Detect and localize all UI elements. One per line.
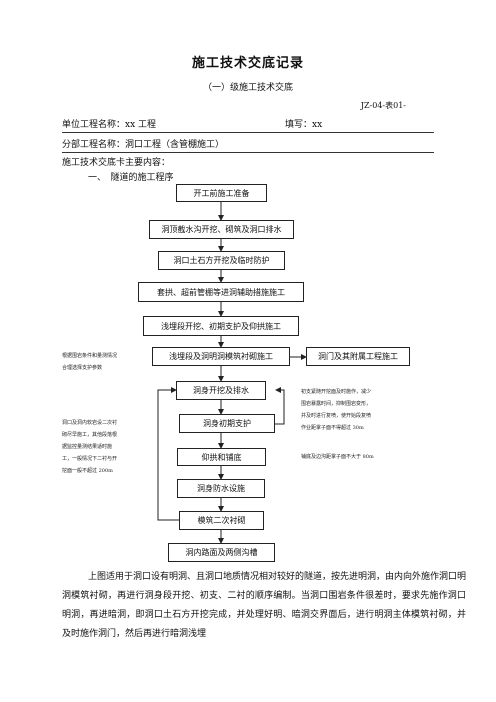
flow-step-portal-earthwork: 洞口土石方开挖及临时防护 (158, 251, 285, 270)
content-label: 施工技术交底卡主要内容： (62, 158, 171, 168)
flow-step-secondary-lining: 模筑二次衬砌 (179, 511, 264, 530)
document-title: 施工技术交底记录 (191, 56, 304, 71)
note-secondary-lining: 洞口及洞内软岩设二次衬 砌尽早施工，其他段落根 据监控量测结果适时施 工，一般情… (62, 420, 118, 474)
flow-step-initial-support: 洞身初期支护 (179, 414, 275, 433)
divider-line (62, 152, 434, 153)
flow-step-invert: 仰拱和铺底 (177, 448, 266, 466)
body-paragraph: 上图适用于洞口设有明洞、且洞口地质情况相对较好的隧道，按先进明洞，由内向外施作洞… (62, 572, 467, 639)
note-invert-distance: 铺底及边沟距掌子面不大于 80m (301, 454, 374, 460)
flow-step-preparation: 开工前施工准备 (176, 184, 267, 202)
flow-step-waterproofing: 洞身防水设施 (177, 479, 265, 498)
divider-line (62, 132, 434, 133)
form-number: JZ-04-表01- (360, 101, 406, 110)
flow-step-shallow-excavation: 浅埋段开挖、初期支护及仰拱施工 (143, 316, 299, 336)
flow-step-intercepting-ditch: 洞顶截水沟开挖、砌筑及洞口排水 (149, 220, 294, 239)
note-initial-support: 初支紧随开挖面及时施作，减少 围岩暴露时间，抑制围岩变形， 并及时进行复喷，使开… (301, 389, 372, 431)
part-project-name: 分部工程名称：洞口工程（含管棚施工） (62, 140, 225, 150)
flow-step-pavement: 洞内路面及两侧沟槽 (168, 543, 275, 562)
note-support-parameters: 根据围岩条件和量测情况 合理选择支护参数 (62, 353, 118, 371)
flow-step-lining-shallow: 浅埋段及洞明洞模筑衬砌施工 (152, 347, 290, 366)
flow-step-excavation: 洞身开挖及排水 (176, 381, 266, 400)
unit-project-name: 单位工程名称：xx 工程 (62, 120, 157, 130)
document-subtitle: （一）级施工技术交底 (202, 83, 293, 93)
section-heading: 一、 隧道的施工程序 (88, 173, 174, 183)
flow-step-pipe-roof: 套拱、超前管棚等进洞辅助措施施工 (138, 282, 304, 302)
flow-step-portal-ancillary: 洞门及其附属工程施工 (306, 347, 410, 366)
filled-by: 填写：xx (285, 120, 323, 130)
